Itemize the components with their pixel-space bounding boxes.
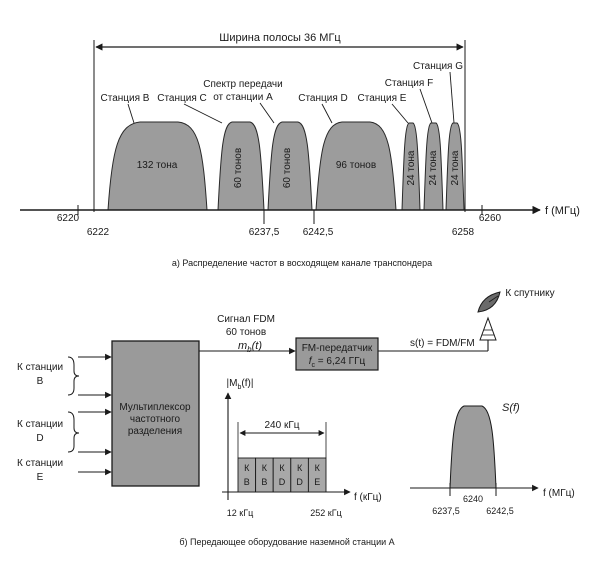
tick-6237-5: 6237,5: [249, 227, 280, 238]
fdm-signal-label-2: 60 тонов: [226, 327, 266, 338]
input-d-label-1: К станции: [17, 419, 63, 430]
band-station-b: [107, 121, 208, 211]
input-d-label-2: D: [36, 433, 43, 444]
band-a-tones: 60 тонов: [282, 148, 293, 188]
band-station-a: [267, 121, 313, 211]
fdm-signal-mb: mb(t): [238, 340, 262, 354]
mux-label-3: разделения: [128, 426, 182, 437]
band-c-tones: 60 тонов: [233, 148, 244, 188]
channel-block-top-label: К: [279, 463, 285, 473]
uplink-frequency-plan: Ширина полосы 36 МГц Станция В Станция С…: [20, 32, 580, 268]
station-d-label: Станция D: [298, 93, 348, 104]
station-a-label-2: от станции А: [213, 92, 273, 103]
station-b-label: Станция В: [101, 93, 150, 104]
channel-block: [307, 457, 327, 493]
station-e-label: Станция Е: [358, 93, 407, 104]
axis-label-f-mhz: f (МГц): [545, 205, 580, 217]
band-f-tones: 24 тона: [428, 150, 439, 185]
fm-transmitter-box: [295, 337, 379, 371]
to-satellite-label: К спутнику: [505, 288, 554, 299]
channel-block-top-label: К: [262, 463, 268, 473]
sf-axis-mhz-label: f (МГц): [543, 488, 575, 499]
station-a-label-1: Спектр передачи: [203, 79, 282, 90]
channel-block-bottom-label: D: [296, 477, 303, 487]
station-g-label: Станция G: [413, 61, 463, 72]
satellite-dish-icon: [477, 291, 501, 341]
input-e-label-1: К станции: [17, 458, 63, 469]
mb-tick-252khz: 252 кГц: [310, 508, 341, 518]
caption-a: а) Распределение частот в восходящем кан…: [172, 258, 432, 268]
fm-label-1: FM-передатчик: [302, 343, 373, 354]
station-c-label: Станция С: [157, 93, 207, 104]
band-station-c: [217, 121, 265, 211]
mb-axis-label: |Mb(f)|: [227, 378, 254, 391]
tick-6258: 6258: [452, 227, 475, 238]
mux-label-2: частотного: [130, 414, 181, 425]
tick-6220: 6220: [57, 213, 80, 224]
axis-ticks: [77, 205, 483, 224]
fm-label-2: fc = 6,24 ГГц: [309, 356, 366, 369]
brace-b: [67, 356, 80, 396]
mb-tick-12khz: 12 кГц: [227, 508, 253, 518]
channel-block-bottom-label: В: [244, 477, 250, 487]
input-arrows: [78, 353, 112, 476]
band-station-e: [401, 122, 421, 211]
station-f-label: Станция F: [385, 78, 433, 89]
earth-station-equipment: К станции В К станции D К станции Е Муль…: [17, 288, 575, 547]
band-e-tones: 24 тона: [406, 150, 417, 185]
input-e-label-2: Е: [37, 472, 44, 483]
mb-axis-khz-label: f (кГц): [354, 492, 382, 503]
input-b-label-2: В: [37, 376, 44, 387]
spectral-bands: [107, 121, 465, 211]
band-d-tones: 96 тонов: [336, 160, 376, 171]
brace-d: [67, 411, 80, 453]
tick-6242-5: 6242,5: [303, 227, 334, 238]
channel-block-bottom-label: В: [261, 477, 267, 487]
channel-block-top-label: К: [244, 463, 250, 473]
channel-block-top-label: К: [315, 463, 321, 473]
channel-block-bottom-label: Е: [314, 477, 320, 487]
input-b-label-1: К станции: [17, 362, 63, 373]
caption-b: б) Передающее оборудование наземной стан…: [179, 537, 394, 547]
sf-center-label: 6240: [463, 494, 483, 504]
channel-block-bottom-label: D: [279, 477, 286, 487]
band-station-d: [315, 121, 397, 211]
fdm-multiplexer-box: [111, 340, 200, 487]
channel-block-top-label: К: [297, 463, 303, 473]
sf-tick-left-label: 6237,5: [432, 506, 460, 516]
sf-tick-right-label: 6242,5: [486, 506, 514, 516]
fdm-signal-label-1: Сигнал FDM: [217, 314, 275, 325]
sf-spectrum: [449, 405, 497, 489]
band-station-f: [423, 122, 444, 211]
sf-label: S(f): [502, 402, 520, 414]
mb-width-label: 240 кГц: [265, 420, 300, 431]
mux-label-1: Мультиплексор: [119, 402, 191, 413]
band-station-g: [445, 122, 465, 211]
st-label: s(t) = FDM/FM: [410, 338, 475, 349]
band-b-tones: 132 тона: [137, 160, 178, 171]
tick-6260: 6260: [479, 213, 502, 224]
tick-6222: 6222: [87, 227, 110, 238]
bandwidth-label: Ширина полосы 36 МГц: [219, 32, 341, 44]
band-g-tones: 24 тона: [450, 150, 461, 185]
station-leaders: [127, 71, 455, 124]
